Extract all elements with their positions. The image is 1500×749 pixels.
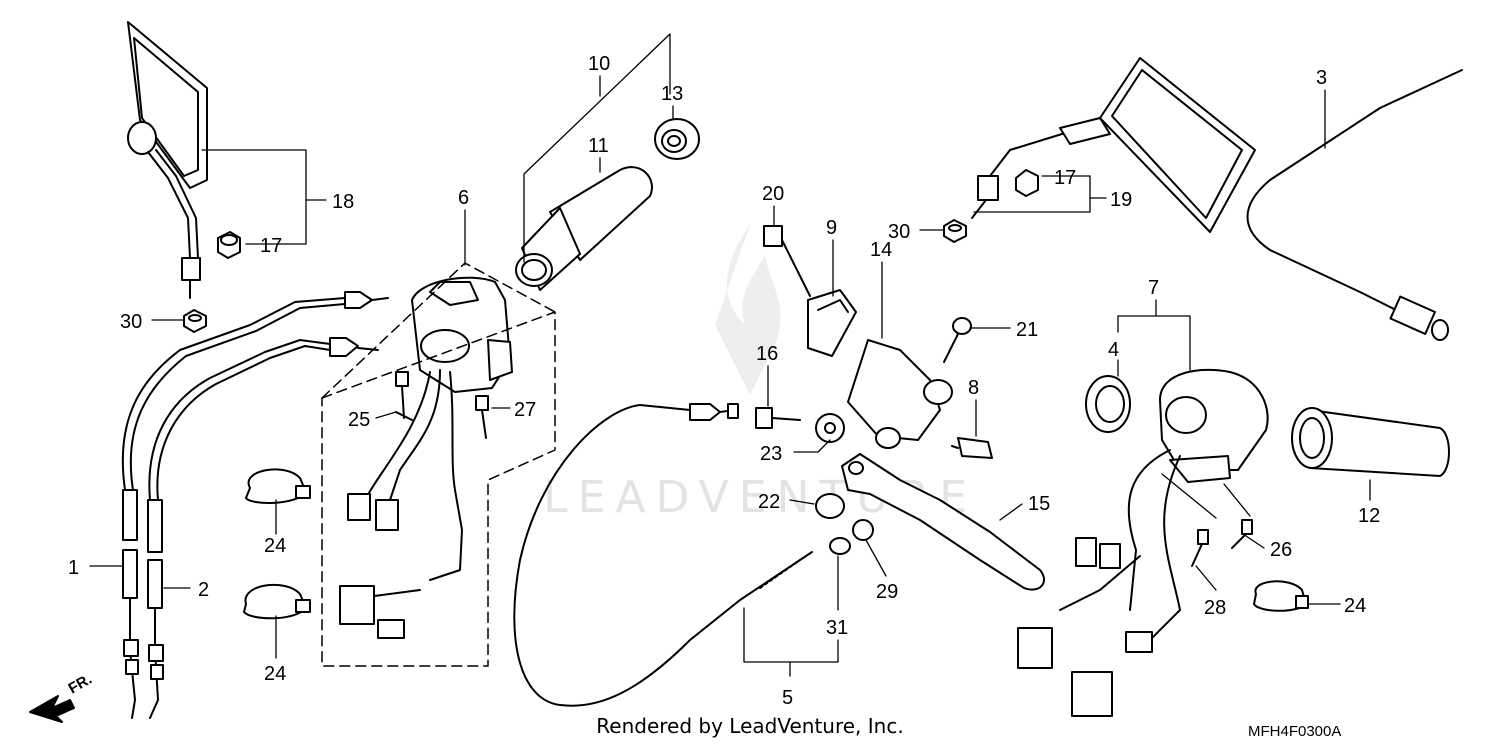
- cable-band-24-b[interactable]: [243, 583, 311, 620]
- callout-3: 3: [1316, 67, 1327, 89]
- front-direction-arrow: [29, 695, 75, 723]
- leader-lines: [89, 33, 1371, 677]
- callout-7: 7: [1148, 277, 1159, 299]
- nut-31[interactable]: [829, 537, 851, 555]
- bolt-29[interactable]: [852, 519, 874, 541]
- left-mirror[interactable]: [127, 21, 208, 299]
- screw-21[interactable]: [943, 317, 972, 363]
- callout-30-left: 30: [120, 311, 142, 333]
- callout-16: 16: [756, 343, 778, 365]
- right-mirror[interactable]: [971, 57, 1256, 233]
- left-nut-17[interactable]: [217, 231, 241, 259]
- cable-band-24-a[interactable]: [245, 468, 311, 504]
- screw-25[interactable]: [395, 371, 413, 421]
- callout-17-right: 17: [1054, 167, 1076, 189]
- right-nut-30[interactable]: [943, 219, 967, 243]
- callout-24-b: 24: [264, 663, 286, 685]
- callout-24-a: 24: [264, 535, 286, 557]
- callout-31: 31: [826, 617, 848, 639]
- callout-9: 9: [826, 217, 837, 239]
- callout-11: 11: [588, 135, 609, 157]
- callout-27: 27: [514, 399, 536, 421]
- left-nut-30[interactable]: [183, 309, 207, 333]
- nut-22[interactable]: [815, 493, 845, 519]
- callout-20: 20: [762, 183, 784, 205]
- callout-4: 4: [1108, 339, 1119, 361]
- switch-8[interactable]: [951, 437, 993, 459]
- clutch-lever-15[interactable]: [841, 453, 1045, 591]
- callout-5: 5: [782, 687, 793, 709]
- callout-29: 29: [876, 581, 898, 603]
- callout-10: 10: [588, 53, 610, 75]
- adjuster-16[interactable]: [755, 407, 801, 429]
- clutch-cable-5[interactable]: [513, 403, 813, 707]
- throttle-grip[interactable]: [515, 166, 653, 291]
- callout-18: 18: [332, 191, 354, 213]
- screw-20[interactable]: [763, 225, 811, 297]
- callout-28: 28: [1204, 597, 1226, 619]
- callout-19: 19: [1110, 189, 1132, 211]
- throttle-cable-2[interactable]: [147, 337, 379, 719]
- diagram-code: MFH4F0300A: [1248, 723, 1342, 740]
- callout-23: 23: [760, 443, 782, 465]
- right-nut-17[interactable]: [1015, 169, 1039, 197]
- cap-4[interactable]: [1085, 375, 1131, 433]
- right-grip-12[interactable]: [1291, 407, 1450, 477]
- callout-21: 21: [1016, 319, 1038, 341]
- callout-22: 22: [758, 491, 780, 513]
- throttle-cable-1[interactable]: [121, 291, 389, 719]
- screw-27[interactable]: [475, 395, 489, 439]
- screw-28[interactable]: [1191, 529, 1209, 567]
- left-switch-housing[interactable]: [339, 276, 513, 639]
- leadventure-watermark-logo: [715, 225, 781, 395]
- footer-credit: Rendered by LeadVenture, Inc.: [596, 714, 904, 738]
- callout-13: 13: [661, 83, 683, 105]
- left-switch-dashed-group: [321, 311, 556, 667]
- callout-30-right: 30: [888, 221, 910, 243]
- callout-26: 26: [1270, 539, 1292, 561]
- lever-holder-14[interactable]: [847, 339, 953, 449]
- cable-band-24-c[interactable]: [1253, 580, 1309, 612]
- callout-25: 25: [348, 409, 370, 431]
- callout-labels: 1 2 3 4 5 6 7 8 9 10 11 12 13 14 15 16 1…: [66, 53, 1381, 709]
- adjuster-nut-23[interactable]: [815, 413, 845, 443]
- right-switch-housing[interactable]: [1017, 368, 1269, 717]
- bearing-13[interactable]: [654, 118, 700, 160]
- screw-26[interactable]: [1231, 519, 1253, 549]
- cable-3[interactable]: [1246, 69, 1463, 341]
- fr-label: FR.: [66, 671, 95, 698]
- callout-2: 2: [198, 579, 209, 601]
- callout-24-c: 24: [1344, 595, 1366, 617]
- callout-14: 14: [870, 239, 892, 261]
- clamp-9[interactable]: [807, 289, 857, 357]
- callout-1: 1: [68, 557, 79, 579]
- callout-15: 15: [1028, 493, 1050, 515]
- callout-6: 6: [458, 187, 469, 209]
- callout-17-left: 17: [260, 235, 282, 257]
- callout-8: 8: [968, 377, 979, 399]
- callout-12: 12: [1358, 505, 1380, 527]
